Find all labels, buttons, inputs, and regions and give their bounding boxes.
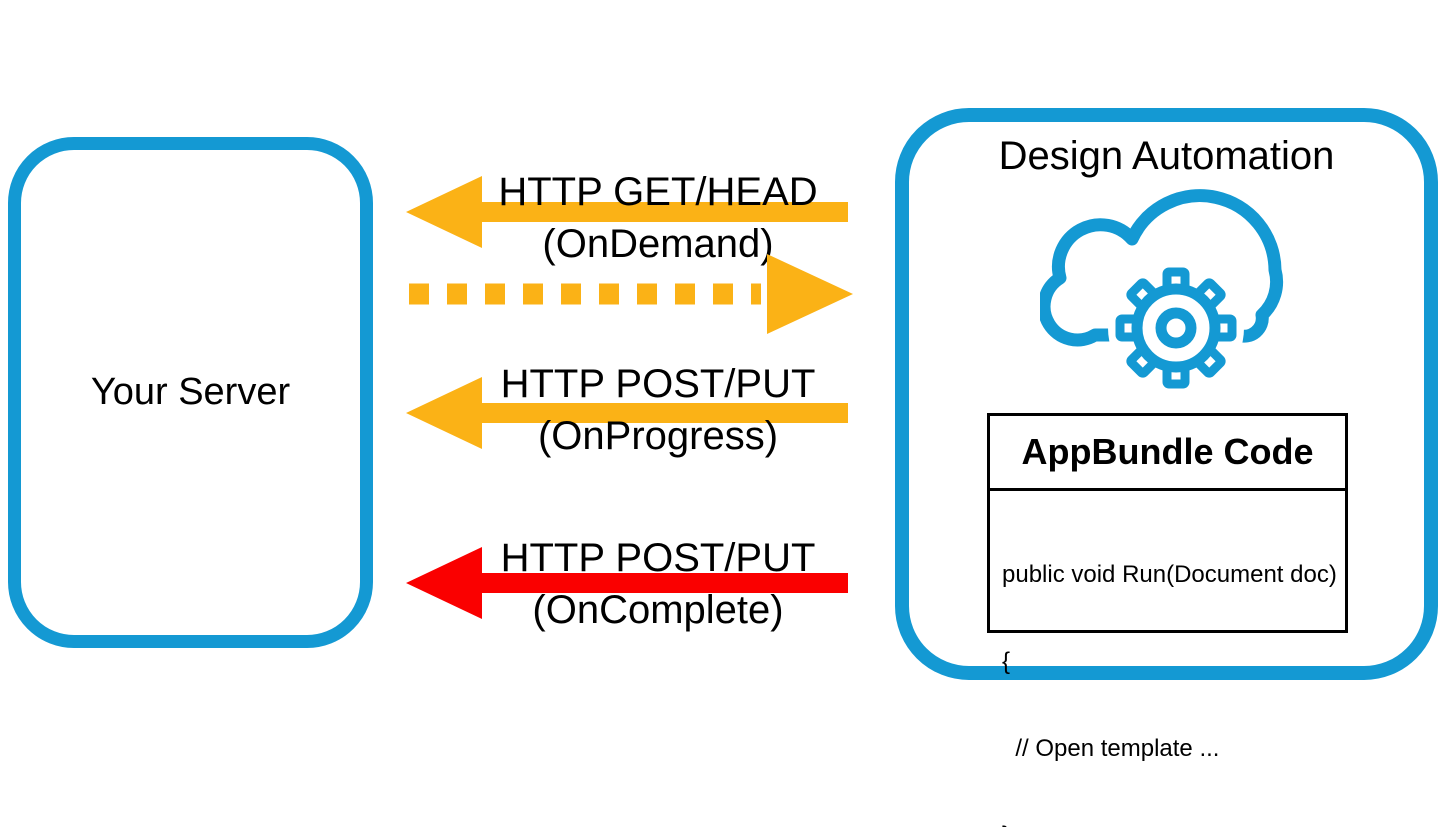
code-line: public void Run(Document doc) <box>1002 561 1337 588</box>
cloud-gear-icon <box>1040 189 1284 396</box>
workitem-dashed-arrow-icon <box>409 254 853 334</box>
design-automation-title: Design Automation <box>998 134 1335 178</box>
your-server-box: Your Server <box>8 137 373 648</box>
code-line: } <box>1002 821 1333 827</box>
code-line: { <box>1002 648 1011 675</box>
on-complete-arrow-icon <box>406 547 848 619</box>
appbundle-code-title: AppBundle Code <box>990 416 1345 491</box>
on-demand-arrow-icon <box>406 176 848 248</box>
your-server-label: Your Server <box>90 371 291 413</box>
appbundle-code-snippet: public void Run(Document doc) { // Open … <box>990 491 1345 827</box>
design-automation-box: Design Automation AppBundle Code public <box>895 108 1438 827</box>
appbundle-code-box: AppBundle Code public void Run(Document … <box>987 413 1348 827</box>
on-progress-arrow-icon <box>406 377 848 449</box>
code-line: // Open template ... <box>1002 735 1220 762</box>
